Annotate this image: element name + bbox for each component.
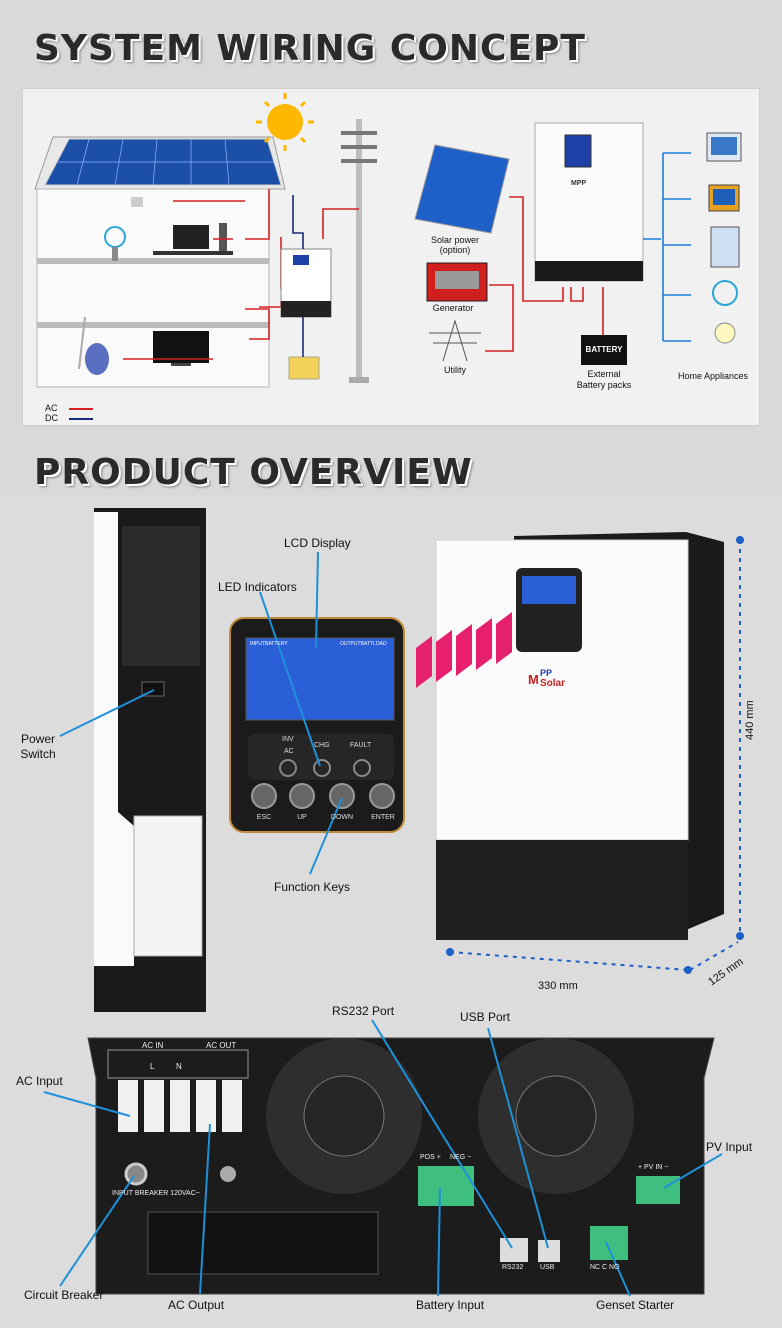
zoom-arrows <box>416 612 512 688</box>
led-inv: INV <box>282 736 294 743</box>
label-external-battery-2: Battery packs <box>576 380 632 390</box>
label-solar-power-note: (option) <box>439 245 471 255</box>
section-title-overview: PRODUCT OVERVIEW <box>34 452 473 493</box>
label-lcd-display: LCD Display <box>284 536 351 550</box>
wiring-graphic: MPP <box>34 93 742 420</box>
key-enter[interactable]: ENTER <box>371 814 395 821</box>
panel-usb: USB <box>540 1264 555 1271</box>
battery-badge: BATTERY <box>585 345 623 354</box>
sun-icon <box>256 93 314 151</box>
legend-dc: DC <box>45 413 58 423</box>
label-solar-power: Solar power <box>430 235 480 245</box>
label-led-indicators: LED Indicators <box>218 580 297 594</box>
panel-neg: NEG − <box>450 1154 472 1161</box>
dim-width: 330 mm <box>538 980 578 992</box>
key-esc[interactable]: ESC <box>256 814 272 821</box>
lcd-top-right: OUTPUTBATTLOAD <box>340 641 387 647</box>
label-utility: Utility <box>444 365 466 375</box>
section-title-wiring: SYSTEM WIRING CONCEPT <box>34 28 586 69</box>
label-usb-port: USB Port <box>460 1010 511 1024</box>
inverter-rear-view <box>87 1037 715 1295</box>
label-genset-starter: Genset Starter <box>596 1298 675 1312</box>
inverter-unit: MPP <box>534 122 644 282</box>
panel-nc: NC C NO <box>590 1264 620 1271</box>
key-up[interactable]: UP <box>297 814 307 821</box>
svg-text:MPP: MPP <box>571 180 587 187</box>
inverter-side-view <box>94 508 206 1012</box>
wiring-diagram: MPP <box>22 88 760 426</box>
panel-n: N <box>176 1062 182 1071</box>
panel-pv: + PV IN − <box>638 1164 669 1171</box>
label-ac-input: AC Input <box>16 1074 63 1088</box>
led-chg: CHG <box>314 742 330 749</box>
product-overview: LCD Display LED Indicators Power Switch … <box>0 496 782 1328</box>
brand-pp: PP <box>540 668 553 678</box>
label-circuit-breaker: Circuit Breaker <box>24 1288 104 1302</box>
label-external-battery: External <box>587 369 621 379</box>
panel-ac-in: AC IN <box>142 1041 164 1050</box>
inverter-front-view <box>435 532 724 940</box>
brand-solar: Solar <box>540 678 566 689</box>
legend-ac: AC <box>45 403 58 413</box>
dim-height: 440 mm <box>744 700 756 740</box>
brand-m: M <box>528 672 539 687</box>
label-generator: Generator <box>432 303 474 313</box>
label-function-keys: Function Keys <box>274 880 351 894</box>
panel-breaker: INPUT BREAKER 120VAC~ <box>112 1190 200 1197</box>
lcd-top-left: INPUTBATTERY <box>250 641 288 647</box>
label-home-appliances: Home Appliances <box>677 371 749 381</box>
label-power-switch-2: Switch <box>20 747 56 761</box>
label-power-switch: Power <box>20 732 55 746</box>
key-down[interactable]: DOWN <box>330 814 354 821</box>
led-fault: FAULT <box>350 742 372 749</box>
overview-graphic <box>43 508 744 1297</box>
panel-ac-out: AC OUT <box>206 1041 237 1050</box>
control-panel-zoom <box>229 617 405 833</box>
led-ac: AC <box>284 748 294 755</box>
label-rs232-port: RS232 Port <box>332 1004 395 1018</box>
panel-rs232: RS232 <box>502 1264 524 1271</box>
label-battery-input: Battery Input <box>416 1298 485 1312</box>
utility-pole <box>322 119 377 383</box>
panel-l: L <box>150 1062 155 1071</box>
label-pv-input: PV Input <box>706 1140 753 1154</box>
label-ac-output: AC Output <box>168 1298 225 1312</box>
panel-pos: POS + <box>420 1154 441 1161</box>
